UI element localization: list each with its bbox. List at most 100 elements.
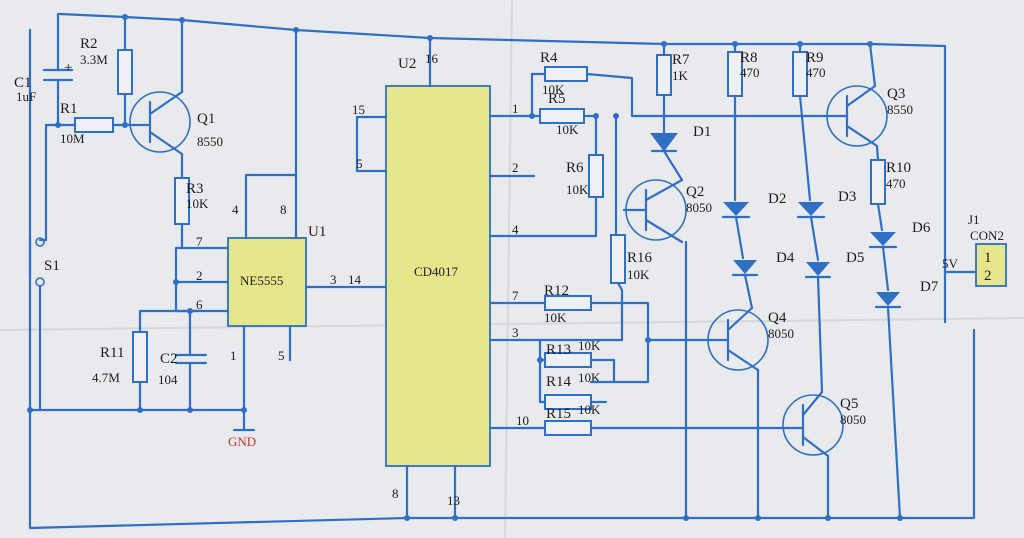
q4-ref: Q4 <box>768 310 787 326</box>
j1-voltage: 5V <box>942 256 959 271</box>
j1-ref: J1 <box>968 212 980 227</box>
u2-pin1: 1 <box>512 101 519 116</box>
u1-pin4: 4 <box>232 202 239 217</box>
u2-pin8: 8 <box>392 486 399 501</box>
d6-ref: D6 <box>912 220 931 236</box>
q4-value: 8050 <box>768 326 794 341</box>
u2-part: CD4017 <box>414 264 459 279</box>
d1-led <box>650 133 678 152</box>
j1-pin2: 2 <box>984 268 992 284</box>
u2-pin2: 2 <box>512 160 519 175</box>
r8-value: 470 <box>740 65 760 80</box>
u2-pin4: 4 <box>512 222 519 237</box>
d5-led <box>806 262 830 276</box>
u2-pin16: 16 <box>425 51 439 66</box>
c1-polarity: + <box>64 60 72 76</box>
r4-ref: R4 <box>540 50 558 66</box>
r12-ref: R12 <box>544 283 569 299</box>
r1-value: 10M <box>60 131 85 146</box>
r13-value: 10K <box>578 338 601 353</box>
r4-value: 10K <box>542 82 565 97</box>
d4-ref: D4 <box>776 250 795 266</box>
q1-ref: Q1 <box>197 111 215 127</box>
q2-ref: Q2 <box>686 184 704 200</box>
r7-value: 1K <box>672 68 689 83</box>
d6-led <box>870 232 896 246</box>
u2-pin14: 14 <box>348 272 362 287</box>
d7-led <box>876 292 900 306</box>
u1-pin6: 6 <box>196 297 203 312</box>
r11-value: 4.7M <box>92 370 120 385</box>
r11-ref: R11 <box>100 345 124 361</box>
r15-body <box>544 420 592 436</box>
d3-ref: D3 <box>838 189 856 205</box>
r6-body <box>588 154 604 198</box>
u1-pin2: 2 <box>196 268 203 283</box>
gnd-rail <box>28 28 976 530</box>
d2-led <box>723 202 749 216</box>
s1-contact <box>35 277 45 287</box>
r9-body <box>792 51 808 97</box>
r14-ref: R14 <box>546 374 572 390</box>
r10-value: 470 <box>886 176 906 191</box>
r1-ref: R1 <box>60 101 78 117</box>
paper-fold <box>504 0 513 538</box>
u1-ne555 <box>227 237 307 327</box>
j1-part: CON2 <box>970 228 1004 243</box>
r12-value: 10K <box>544 310 567 325</box>
r15-ref: R15 <box>546 406 571 422</box>
q3-ref: Q3 <box>887 86 905 102</box>
s1-contact <box>35 237 45 247</box>
d1-ref: D1 <box>693 124 711 140</box>
d2-ref: D2 <box>768 191 786 207</box>
u2-ref: U2 <box>398 56 416 72</box>
r7-body <box>656 54 672 96</box>
r10-ref: R10 <box>886 160 911 176</box>
s1-ref: S1 <box>44 258 60 274</box>
c1-ref: C1 <box>14 75 32 91</box>
r16-value: 10K <box>627 267 650 282</box>
r9-value: 470 <box>806 65 826 80</box>
u2-pin3: 3 <box>512 325 519 340</box>
u2-pin13: 13 <box>447 493 460 508</box>
c2-ref: C2 <box>160 351 178 367</box>
u1-pin7: 7 <box>196 234 203 249</box>
r15-value: 10K <box>578 402 601 417</box>
r5-body <box>539 108 585 124</box>
d3-led <box>798 202 824 216</box>
q1-value: 8550 <box>197 134 223 149</box>
u2-pin7: 7 <box>512 288 519 303</box>
r9-ref: R9 <box>806 50 824 66</box>
d7-ref: D7 <box>920 279 939 295</box>
u2-pin5: 5 <box>356 156 363 171</box>
u1-pin8: 8 <box>280 202 287 217</box>
q5-value: 8050 <box>840 412 866 427</box>
r3-ref: R3 <box>186 181 204 197</box>
r1-body <box>74 117 114 133</box>
c2-value: 104 <box>158 372 178 387</box>
r13-ref: R13 <box>546 342 571 358</box>
d4-led <box>733 260 757 274</box>
j1-connector <box>975 243 1007 287</box>
u1-ref: U1 <box>308 224 326 240</box>
q1-symbol <box>129 91 191 153</box>
paper-fold <box>0 317 1024 331</box>
u1-pin1: 1 <box>230 348 237 363</box>
r8-ref: R8 <box>740 50 758 66</box>
r11-body <box>132 331 148 383</box>
junction-dots <box>27 14 903 521</box>
r2-ref: R2 <box>80 36 98 52</box>
r10-body <box>870 159 886 205</box>
r7-ref: R7 <box>672 52 690 68</box>
u2-pin15: 15 <box>352 102 365 117</box>
r6-value: 10K <box>566 182 589 197</box>
c1-value: 1uF <box>16 89 36 104</box>
u2-pin10: 10 <box>516 413 529 428</box>
q3-value: 8550 <box>887 102 913 117</box>
q5-ref: Q5 <box>840 396 858 412</box>
u1-pin3: 3 <box>330 272 337 287</box>
q2-value: 8050 <box>686 200 712 215</box>
gnd-label: GND <box>228 434 256 449</box>
r6-ref: R6 <box>566 160 584 176</box>
